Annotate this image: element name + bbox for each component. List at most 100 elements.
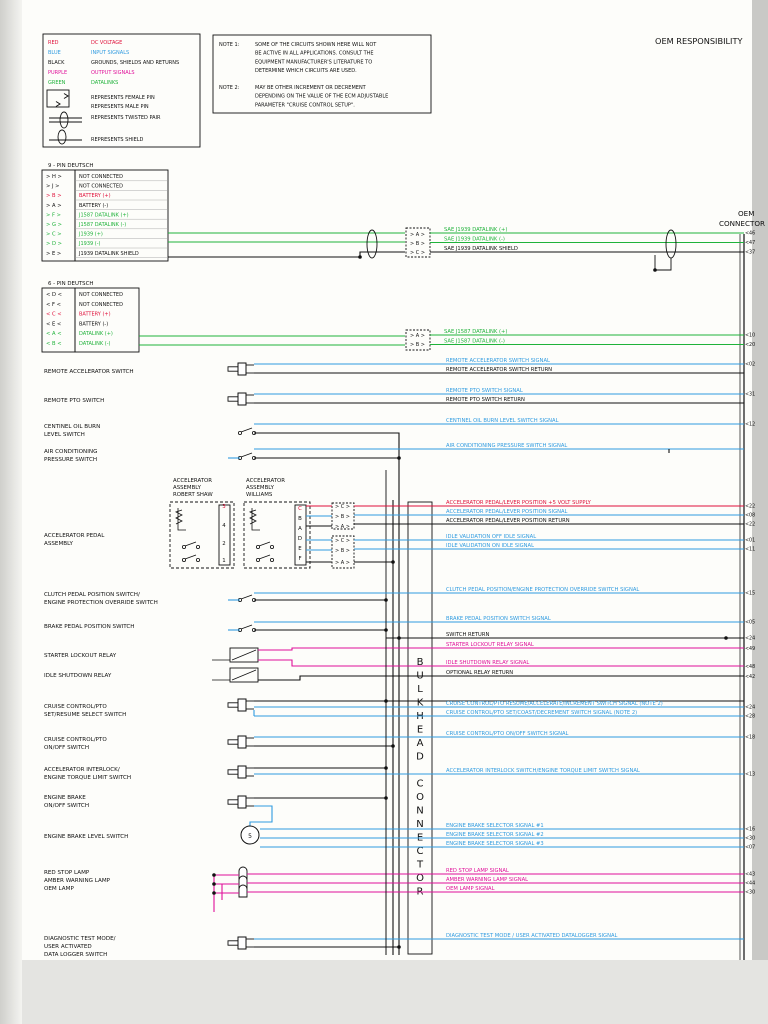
switch-contact [255,558,260,563]
bulkhead-connector-body [407,501,433,955]
female-pin-symbol [63,93,69,99]
oem-pin-number: <24 [745,705,755,711]
accel-connector-pin: > C > [335,504,350,510]
oem-pin-number: <31 [745,392,755,398]
switch-contact [195,545,200,550]
j1587-inline-connector [405,329,431,351]
note-2-text: DEPENDING ON THE VALUE OF THE ECM ADJUST… [255,94,388,100]
switch-blade [240,427,253,433]
switch-body [237,362,247,376]
legend-color-name: RED [48,40,59,46]
note-2-label: NOTE 2: [219,85,240,91]
oem-pin-number: <15 [745,591,755,597]
bulkhead-letter: N [416,819,423,830]
component-clutch-pedal-switch: ENGINE PROTECTION OVERRIDE SWITCH [44,600,158,606]
circuit-label: ENGINE BRAKE SELECTOR SIGNAL #1 [446,823,544,829]
deutsch-6-pin: < D < [46,292,62,298]
legend-color-name: GREEN [48,80,66,86]
bulkhead-letter: N [416,806,423,817]
component-diagnostic-switch: USER ACTIVATED [44,944,92,950]
circuit-label: RED STOP LAMP SIGNAL [446,868,509,874]
component-centinel-oil-burn-switch: LEVEL SWITCH [44,432,85,438]
component-diagnostic-switch: DIAGNOSTIC TEST MODE/ [44,936,116,942]
component-engine-brake-onoff: ON/OFF SWITCH [44,803,89,809]
potentiometer-resistor [248,509,257,525]
twisted-pair-icon [665,229,677,259]
oem-pin-number: <44 [745,881,755,887]
component-idle-shutdown-relay: IDLE SHUTDOWN RELAY [44,673,112,679]
circuit-label: ACCELERATOR PEDAL/LEVER POSITION +5 VOLT… [446,500,592,506]
deutsch-9-pin: > D > [46,241,62,247]
note-1-text: BE ACTIVE IN ALL APPLICATIONS. CONSULT T… [255,51,374,57]
legend-symbol-text: REPRESENTS MALE PIN [91,104,149,110]
switch-contact [255,545,260,550]
deutsch-9-pin-label: NOT CONNECTED [79,174,123,180]
legend-pin-symbol [46,89,70,108]
deutsch-9-pin: > A > [46,203,62,209]
oem-pin-number: <13 [745,772,755,778]
oem-pin-number: <22 [745,504,755,510]
circuit-label: DIAGNOSTIC TEST MODE / USER ACTIVATED DA… [446,933,618,939]
circuit-label: ACCELERATOR PEDAL/LEVER POSITION RETURN [446,518,570,524]
circuit-label: REMOTE PTO SWITCH RETURN [446,397,525,403]
idle-shutdown-wire [258,659,744,667]
shield-drain-wire [654,255,672,271]
junction-dot [391,560,395,564]
deutsch-6-pin: < C < [46,312,62,318]
deutsch-6-pin-label: NOT CONNECTED [79,302,123,308]
optional-relay-return-wire [258,675,744,681]
oem-pin-number: <16 [745,827,755,833]
oem-pin-number: <49 [745,646,755,652]
switch-blade [240,624,253,630]
twisted-pair-icon [59,111,69,129]
oem-pin-number: <20 [745,342,755,348]
header-title: OEM RESPONSIBILITY [655,36,743,46]
switch-contact [181,545,186,550]
deutsch-9-pin-label: BATTERY (+) [79,193,111,199]
lamp-supply-dot [212,873,216,877]
williams-pin: D [298,536,302,542]
legend-color-meaning: DATALINKS [91,80,118,86]
bulkhead-letter: C [417,779,424,790]
engine-brake-level-position: 5 [248,833,252,840]
robertshaw-pin-block [218,504,231,566]
switch-blade [258,541,271,547]
oem-pin-number: <42 [745,674,755,680]
engine-brake-wire [249,805,273,828]
relay-coil [231,669,257,681]
oem-pin-number: <01 [745,538,755,544]
idle-validation-switch-icon [255,541,274,550]
accel-williams-title: ACCELERATOR [246,478,285,484]
robertshaw-pin: 1 [222,558,225,564]
switch-body [237,795,247,809]
williams-pin: A [298,526,302,532]
note-1-text: SOME OF THE CIRCUITS SHOWN HERE WILL NOT [255,42,377,48]
note-2-text: PARAMETER "CRUISE CONTROL SETUP". [255,102,355,108]
deutsch-6-pin-label: BATTERY (+) [79,312,111,318]
legend-color-meaning: INPUT SIGNALS [91,50,129,56]
component-accel-interlock-switch: ACCELERATOR INTERLOCK/ [44,767,120,773]
legend-symbol-text: REPRESENTS SHIELD [91,137,144,143]
deutsch-9-label-block [74,169,169,262]
circuit-label: IDLE VALIDATION ON IDLE SIGNAL [446,543,534,549]
note-2-text: MAY BE OTHER INCREMENT OR DECREMENT [255,85,367,91]
oem-pin-number: <24 [745,636,755,642]
williams-pin: B [298,516,302,522]
oem-pin-number: <37 [745,250,755,256]
oem-connector-label: OEM [738,209,754,218]
remote-pto-switch-icon [227,392,254,406]
circuit-label: CRUISE CONTROL/PTO ON/OFF SWITCH SIGNAL [446,731,569,737]
page-binding-shadow [0,0,22,1024]
deutsch-6-label-block [74,287,140,353]
deutsch-9-pin: > J > [46,184,60,190]
relay-coil [231,649,257,661]
component-remote-accelerator-switch: REMOTE ACCELERATOR SWITCH [44,369,134,375]
oem-pin-number: <46 [745,231,755,237]
circuit-label: IDLE VALIDATION OFF IDLE SIGNAL [446,534,536,540]
oem-pin-number: <47 [745,240,755,246]
switch-blade [258,554,271,560]
switch-lever [227,940,239,946]
deutsch-9-pin-label: BATTERY (-) [79,203,108,209]
deutsch-6-title: 6 - PIN DEUTSCH [48,281,93,287]
legend-color-meaning: GROUNDS, SHIELDS AND RETURNS [91,60,179,66]
